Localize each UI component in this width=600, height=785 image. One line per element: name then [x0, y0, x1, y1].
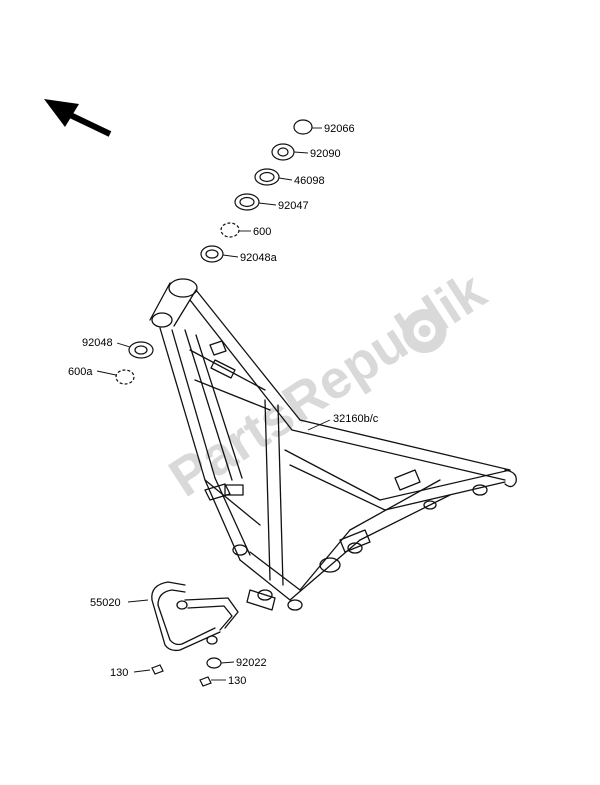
callout-labels: 92066 92090 46098 92047 600 92048a 92048…	[68, 123, 379, 687]
label-92022: 92022	[236, 657, 267, 669]
label-92048a: 92048a	[240, 252, 278, 264]
part-92047-bearing	[234, 193, 260, 211]
label-92047: 92047	[278, 200, 309, 212]
label-46098: 46098	[294, 175, 325, 187]
frame-32160	[149, 278, 517, 611]
label-130-left: 130	[110, 667, 128, 679]
part-46098-bearing-race	[254, 168, 280, 186]
part-92022-collar	[206, 657, 222, 669]
part-600-bearing-balls	[220, 222, 240, 238]
part-92048a-race	[200, 245, 224, 263]
watermark: PartsRepublik	[159, 260, 497, 509]
part-92048-race	[128, 341, 154, 359]
label-600: 600	[253, 226, 271, 238]
label-130-right: 130	[228, 675, 246, 687]
part-55020-guard	[151, 581, 239, 652]
label-55020: 55020	[90, 597, 121, 609]
part-92090-nut	[271, 143, 295, 161]
label-92048: 92048	[82, 337, 113, 349]
watermark-text: PartsRepublik	[159, 260, 497, 509]
part-130-bolt-right	[199, 676, 212, 687]
label-92066: 92066	[324, 123, 355, 135]
leader-lines	[96, 127, 331, 681]
gear-icon	[402, 309, 447, 354]
part-92066-cap	[293, 119, 313, 135]
front-direction-arrow-icon	[44, 99, 112, 137]
label-92090: 92090	[310, 148, 341, 160]
part-600a-bearing-balls	[115, 369, 135, 385]
part-130-bolt-left	[151, 664, 164, 675]
label-600a: 600a	[68, 366, 93, 378]
label-32160bc: 32160b/c	[333, 413, 379, 425]
